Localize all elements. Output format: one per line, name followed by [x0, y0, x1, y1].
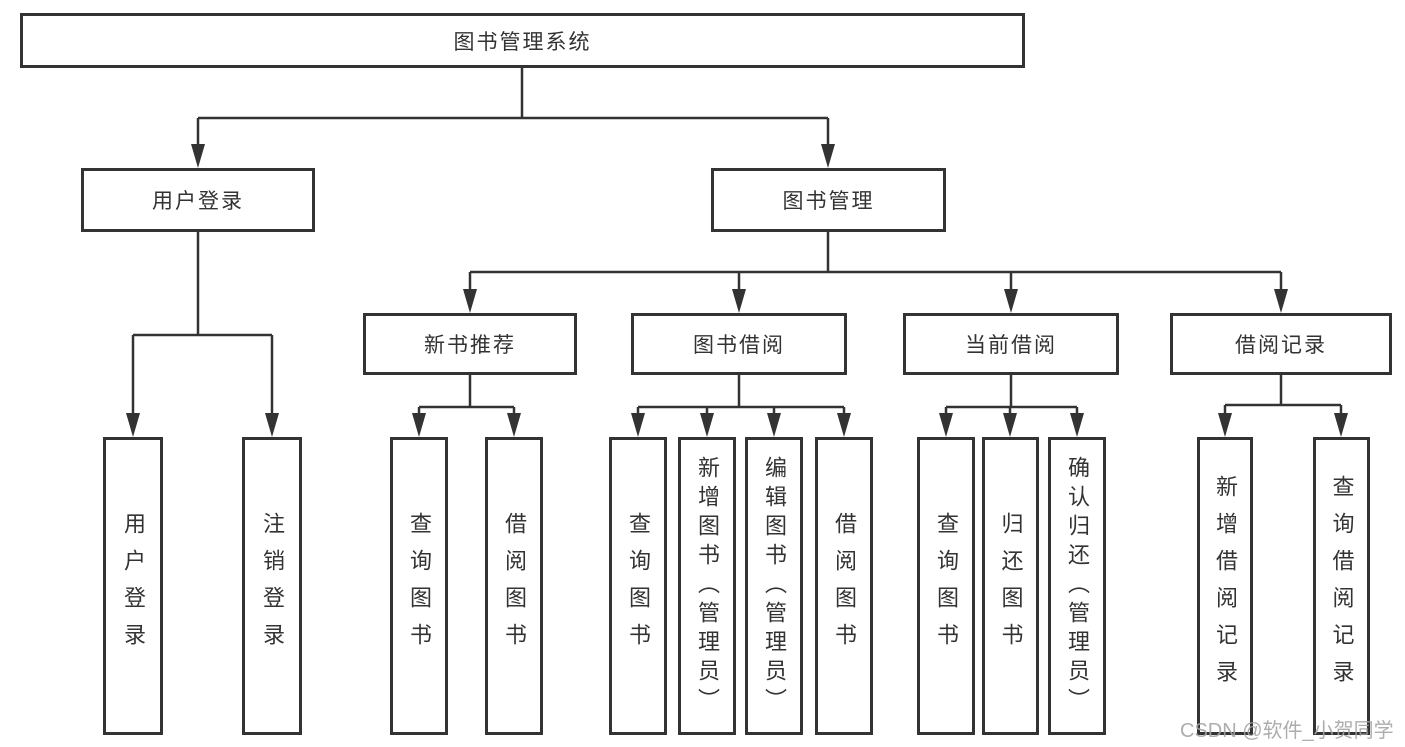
node-borrow-records: 借阅记录	[1170, 313, 1392, 375]
leaf-add-borrow-record: 新增借阅记录	[1197, 437, 1253, 735]
leaf-borrow-books-borrowing: 借阅图书	[815, 437, 873, 735]
leaf-logout: 注销登录	[242, 437, 302, 735]
node-label: 借阅记录	[1235, 334, 1327, 357]
leaf-return-book: 归还图书	[982, 437, 1039, 735]
node-label: 新书推荐	[424, 334, 516, 357]
node-label: 用户登录	[121, 512, 146, 660]
leaf-borrow-books-recommend: 借阅图书	[485, 437, 543, 735]
leaf-user-login: 用户登录	[103, 437, 163, 735]
node-label: 归还图书	[998, 512, 1024, 660]
node-label: 新增图书（管理员）	[695, 455, 720, 717]
leaf-query-books-current: 查询图书	[917, 437, 975, 735]
node-label: 查询图书	[407, 512, 432, 660]
node-label: 借阅图书	[502, 512, 527, 660]
node-label: 图书管理	[782, 190, 875, 213]
node-label: 查询图书	[934, 512, 959, 660]
leaf-add-book-admin: 新增图书（管理员）	[678, 437, 736, 735]
node-label: 注销登录	[260, 512, 285, 660]
node-label: 查询借阅记录	[1329, 475, 1355, 697]
leaf-edit-book-admin: 编辑图书（管理员）	[745, 437, 803, 735]
node-label: 编辑图书（管理员）	[762, 455, 787, 717]
node-label: 图书借阅	[693, 334, 785, 357]
node-label: 查询图书	[626, 512, 651, 660]
node-root-system: 图书管理系统	[20, 13, 1025, 68]
node-user-login: 用户登录	[81, 168, 315, 232]
leaf-query-books-recommend: 查询图书	[390, 437, 448, 735]
node-current-borrowing: 当前借阅	[903, 313, 1119, 375]
node-label: 用户登录	[152, 190, 244, 213]
arrowheads	[126, 144, 1348, 437]
node-label: 新增借阅记录	[1213, 475, 1238, 697]
leaf-query-books-borrowing: 查询图书	[609, 437, 667, 735]
node-label: 借阅图书	[832, 512, 857, 660]
node-label: 当前借阅	[965, 334, 1057, 357]
csdn-watermark: CSDN @软件_小贺同学	[1180, 720, 1394, 742]
leaf-query-borrow-record: 查询借阅记录	[1313, 437, 1370, 735]
node-book-management: 图书管理	[711, 168, 946, 232]
node-label: 图书管理系统	[453, 30, 592, 54]
leaf-confirm-return-admin: 确认归还（管理员）	[1048, 437, 1106, 735]
node-new-book-recommend: 新书推荐	[363, 313, 577, 375]
node-label: 确认归还（管理员）	[1065, 455, 1090, 717]
node-book-borrowing: 图书借阅	[631, 313, 847, 375]
